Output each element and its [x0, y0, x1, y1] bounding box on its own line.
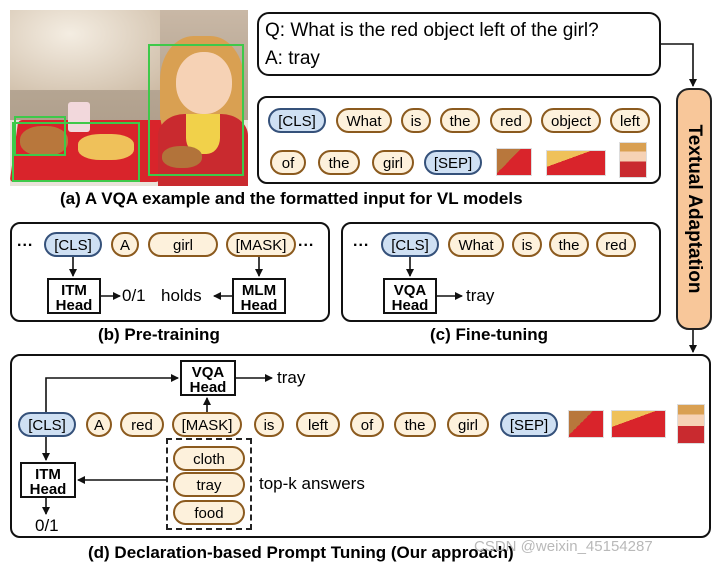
token-object: object — [541, 108, 601, 133]
pt-token-mask: [MASK] — [226, 232, 296, 257]
pt-mlm-output: holds — [161, 286, 202, 305]
dpt-token-sep: [SEP] — [500, 412, 558, 437]
dpt-token-the: the — [394, 412, 436, 437]
vqa-example-photo — [10, 10, 248, 186]
dpt-region-thumb-girl — [677, 404, 705, 444]
dpt-box — [10, 354, 711, 538]
pretraining-dots-left: ... — [17, 233, 34, 250]
dpt-itm-output: 0/1 — [35, 516, 59, 535]
detection-box-sandwich — [14, 116, 66, 156]
caption-a: (a) A VQA example and the formatted inpu… — [60, 189, 523, 208]
dpt-token-a: A — [86, 412, 112, 437]
photo-window — [10, 10, 160, 90]
pt-token-cls: [CLS] — [44, 232, 102, 257]
token-sep: [SEP] — [424, 150, 482, 175]
token-red: red — [490, 108, 532, 133]
photo-cup — [68, 102, 90, 132]
qa-box: Q: What is the red object left of the gi… — [257, 12, 661, 76]
dpt-token-girl: girl — [447, 412, 489, 437]
pt-itm-head: ITM Head — [47, 278, 101, 314]
dpt-token-cls: [CLS] — [18, 412, 76, 437]
detection-box-tray — [12, 122, 140, 182]
photo-girl-face — [176, 52, 232, 114]
region-thumb-tray — [546, 150, 606, 176]
token-cls: [CLS] — [268, 108, 326, 133]
watermark: CSDN @weixin_45154287 — [474, 538, 653, 555]
dpt-token-is: is — [254, 412, 284, 437]
finetuning-dots-left: ... — [353, 233, 370, 250]
dpt-vqa-output: tray — [277, 368, 306, 387]
answer-text: A: tray — [265, 48, 320, 69]
candidate-cloth: cloth — [173, 446, 245, 471]
dpt-vqa-head: VQA Head — [180, 360, 236, 396]
dpt-token-mask: [MASK] — [172, 412, 242, 437]
pt-token-a: A — [111, 232, 139, 257]
dpt-token-red: red — [120, 412, 164, 437]
token-the: the — [440, 108, 480, 133]
caption-c: (c) Fine-tuning — [430, 325, 549, 344]
region-thumb-girl — [619, 142, 647, 178]
detection-box-girl — [148, 44, 244, 176]
photo-burger-held — [162, 146, 202, 168]
candidate-food: food — [173, 500, 245, 525]
dpt-token-of: of — [350, 412, 384, 437]
token-left: left — [610, 108, 650, 133]
dpt-region-thumb-sandwich — [568, 410, 604, 438]
pretraining-dots-right: ... — [298, 233, 315, 250]
arrow-qa-to-adaptation — [661, 43, 697, 87]
pt-itm-output: 0/1 — [122, 286, 146, 305]
token-the-2: the — [318, 150, 360, 175]
ft-token-red: red — [596, 232, 636, 257]
ft-token-the: the — [549, 232, 589, 257]
candidate-answers-group — [166, 438, 252, 530]
dpt-region-thumb-tray — [611, 410, 666, 438]
ft-token-is: is — [512, 232, 542, 257]
token-of: of — [270, 150, 306, 175]
token-is: is — [401, 108, 431, 133]
pt-mlm-head: MLM Head — [232, 278, 286, 314]
dpt-token-left: left — [296, 412, 340, 437]
photo-sandwich — [20, 126, 68, 156]
textual-adaptation-bar: Textual Adaptation — [676, 88, 712, 330]
ft-vqa-head: VQA Head — [383, 278, 437, 314]
photo-fries — [78, 134, 134, 160]
caption-d: (d) Declaration-based Prompt Tuning (Our… — [88, 543, 514, 562]
ft-token-cls: [CLS] — [381, 232, 439, 257]
ft-token-what: What — [448, 232, 504, 257]
topk-label: top-k answers — [259, 474, 365, 493]
dpt-itm-head: ITM Head — [20, 462, 76, 498]
token-what: What — [336, 108, 392, 133]
textual-adaptation-label: Textual Adaptation — [684, 124, 705, 294]
ft-output: tray — [466, 286, 495, 305]
caption-b: (b) Pre-training — [98, 325, 220, 344]
token-girl: girl — [372, 150, 414, 175]
region-thumb-sandwich — [496, 148, 532, 176]
pt-token-girl: girl — [148, 232, 218, 257]
question-text: Q: What is the red object left of the gi… — [265, 20, 599, 41]
candidate-tray: tray — [173, 472, 245, 497]
